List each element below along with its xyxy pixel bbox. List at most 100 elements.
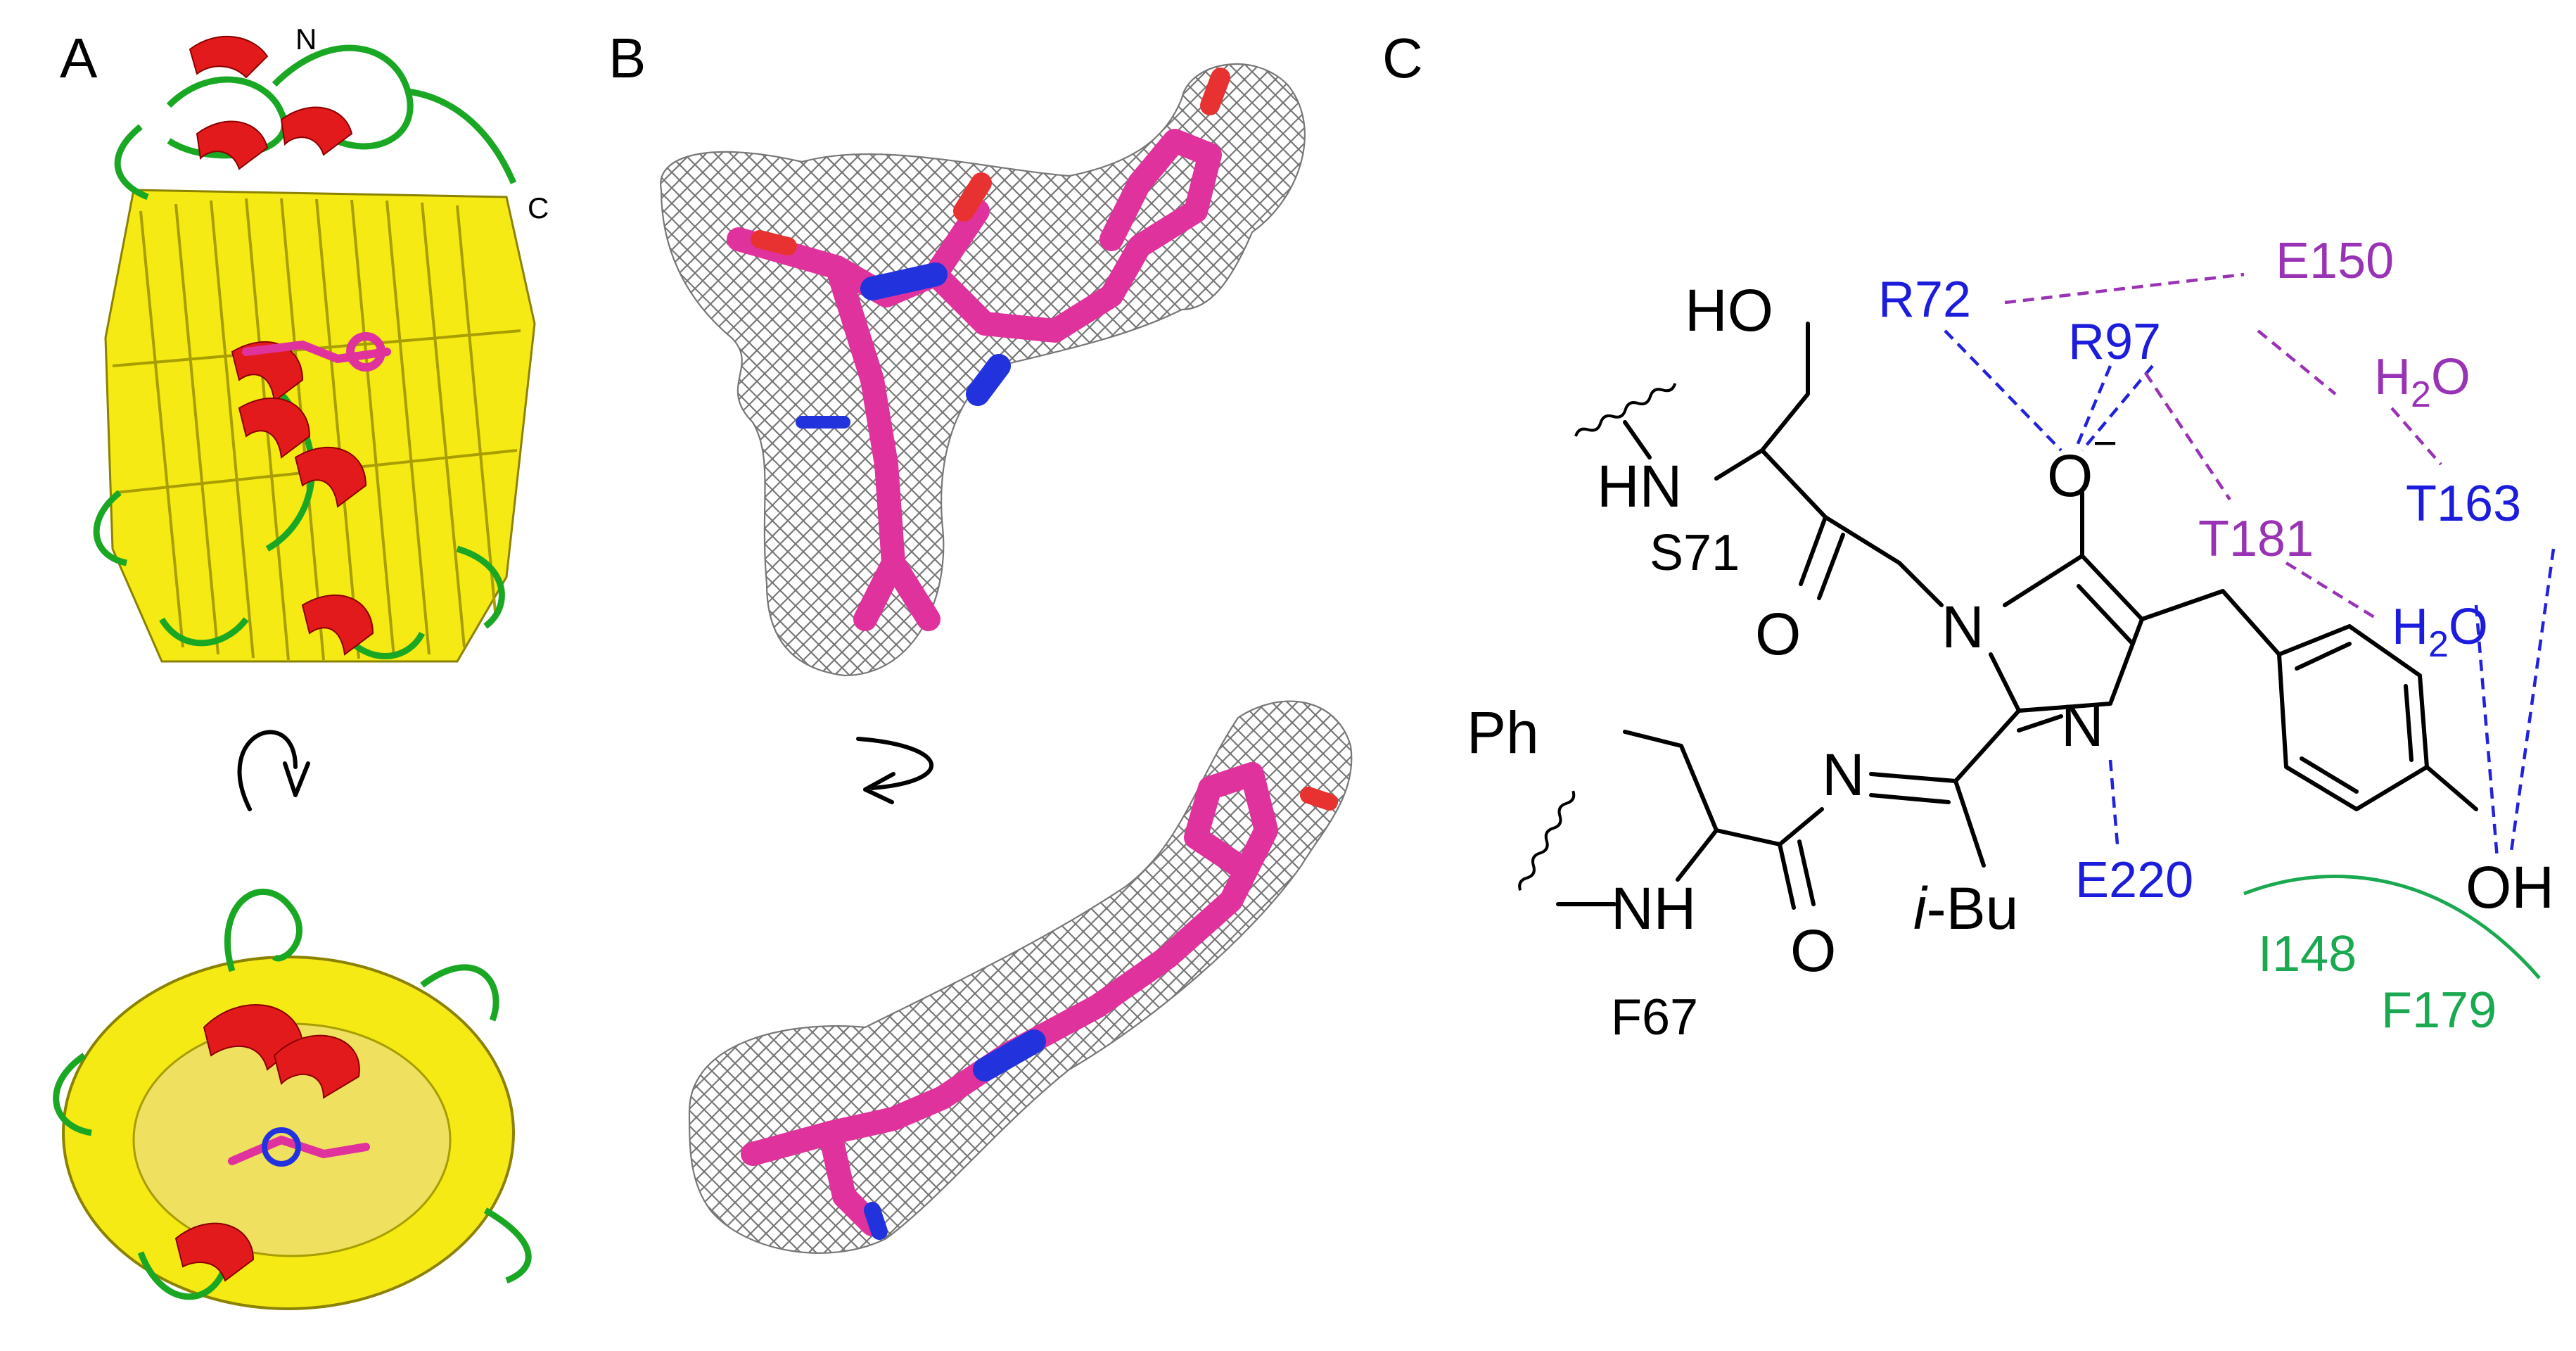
mesh-line xyxy=(689,701,893,1253)
atom-ph: Ph xyxy=(1467,699,1539,766)
atom-n1: N xyxy=(1941,594,1984,660)
mesh-line xyxy=(1160,64,1305,676)
mesh-line xyxy=(1299,64,1305,676)
mesh-line xyxy=(661,64,911,676)
mesh-line xyxy=(1052,64,1305,676)
ligand-bottom-sticks xyxy=(741,762,1338,1240)
hbond-r72-o xyxy=(1944,329,2062,452)
residue-labels: R72 R97 E150 H2O T163 T181 H2O E220 I148… xyxy=(1878,233,2521,1039)
mesh-line xyxy=(835,64,1305,676)
bond-ch2-n1 xyxy=(1897,561,1944,607)
mesh-top-outline xyxy=(660,63,1306,677)
imidazolone-ring xyxy=(1989,554,2144,713)
mesh-line xyxy=(1274,701,1352,1253)
mesh-line xyxy=(1206,64,1305,676)
mesh-line xyxy=(810,701,1352,1253)
residue-r97: R97 xyxy=(2068,314,2161,370)
bond-c-n-imine-2 xyxy=(1869,793,1951,804)
residue-t163: T163 xyxy=(2406,476,2521,532)
mesh-line xyxy=(872,701,1352,1253)
mesh-line xyxy=(711,64,1305,676)
ligand-top-sticks xyxy=(727,68,1230,631)
mesh-line xyxy=(1119,701,1352,1253)
wavy-backbone-s71 xyxy=(1574,383,1677,437)
atom-ibu-i: i xyxy=(1913,875,1928,941)
bond-wavy-nh xyxy=(1623,420,1652,459)
mesh-line xyxy=(959,64,1305,676)
mesh-line xyxy=(1289,701,1352,1253)
ring-double-1 xyxy=(2077,584,2134,645)
residue-e220: E220 xyxy=(2075,852,2193,908)
mesh-line xyxy=(1284,64,1305,676)
mesh-line xyxy=(727,64,1305,676)
water-mid: H2O xyxy=(2392,599,2488,665)
atom-o-ketone: O xyxy=(1755,601,1801,667)
helices-top xyxy=(174,1004,360,1282)
mesh-line xyxy=(943,64,1305,676)
mesh-line xyxy=(1331,42,1978,690)
mesh-line xyxy=(661,64,957,676)
mesh-line xyxy=(689,701,955,1253)
mesh-line xyxy=(1258,701,1352,1253)
mesh-line xyxy=(1114,64,1305,676)
c-terminus-label: C xyxy=(528,191,549,224)
hbond-h2o-oh xyxy=(2474,604,2499,859)
bond-ca-nh xyxy=(1714,448,1764,481)
mesh-line xyxy=(661,64,880,676)
mesh-line xyxy=(990,64,1305,676)
bond-c-n-imine-1 xyxy=(1869,772,1958,783)
atom-n3: N xyxy=(2061,692,2104,759)
barrel-body xyxy=(104,189,536,663)
mesh-line xyxy=(661,64,1174,676)
mesh-line xyxy=(1299,64,1305,676)
bond-n-camide xyxy=(1778,807,1824,846)
residue-t181: T181 xyxy=(2198,511,2314,567)
mesh-line xyxy=(661,64,1220,676)
mesh-line xyxy=(661,64,1143,676)
atom-ibu: i-Bu xyxy=(1913,875,2018,941)
mesh-line xyxy=(661,64,926,676)
mesh-line xyxy=(1222,64,1305,676)
bond-ca-cb-ph xyxy=(1623,730,1719,832)
chromophore-side xyxy=(242,332,391,372)
atom-nh-f67: NH xyxy=(1611,875,1696,941)
mesh-line xyxy=(990,64,1305,676)
mesh-line xyxy=(661,64,1128,676)
protein-top-view xyxy=(53,889,532,1310)
mesh-line xyxy=(689,701,862,1253)
mesh-line xyxy=(974,64,1305,676)
mesh-line xyxy=(1005,64,1305,676)
mesh-line xyxy=(959,64,1305,676)
hbond-r97-t181 xyxy=(2144,372,2231,501)
mesh-line xyxy=(779,701,1352,1253)
bond-c-o-1 xyxy=(1799,515,1828,586)
mesh-bottom-outline xyxy=(688,700,1353,1254)
panel-c: C xyxy=(1382,27,2556,1046)
residue-e150: E150 xyxy=(2276,233,2394,289)
rotation-arrow-a xyxy=(237,730,310,811)
mesh-line xyxy=(1181,701,1352,1253)
mesh-line xyxy=(1228,701,1352,1253)
mesh-line xyxy=(1036,64,1305,676)
phenol-ring-double xyxy=(2295,642,2414,794)
mesh-line xyxy=(1021,64,1305,676)
mesh-line xyxy=(881,64,1305,676)
bond-c2-cimine xyxy=(1953,709,2021,783)
mesh-line xyxy=(1253,64,1305,676)
mesh-line xyxy=(1175,64,1305,676)
mesh-line xyxy=(1212,701,1352,1253)
mesh-line xyxy=(661,64,1159,676)
mesh-line xyxy=(1021,64,1305,676)
mesh-line xyxy=(1052,64,1305,676)
mesh-line xyxy=(1237,64,1305,676)
hbond-n3-e220 xyxy=(2108,759,2119,845)
rotation-arrow-b xyxy=(856,737,933,804)
atom-hn-s71: HN xyxy=(1597,453,1682,519)
mesh-line xyxy=(1274,701,1352,1253)
wavy-backbone-f67 xyxy=(1518,790,1576,891)
mesh-line xyxy=(928,64,1305,676)
mesh-line xyxy=(1197,701,1352,1253)
chemical-structure xyxy=(1518,322,2478,910)
mesh-line xyxy=(1237,64,1305,676)
